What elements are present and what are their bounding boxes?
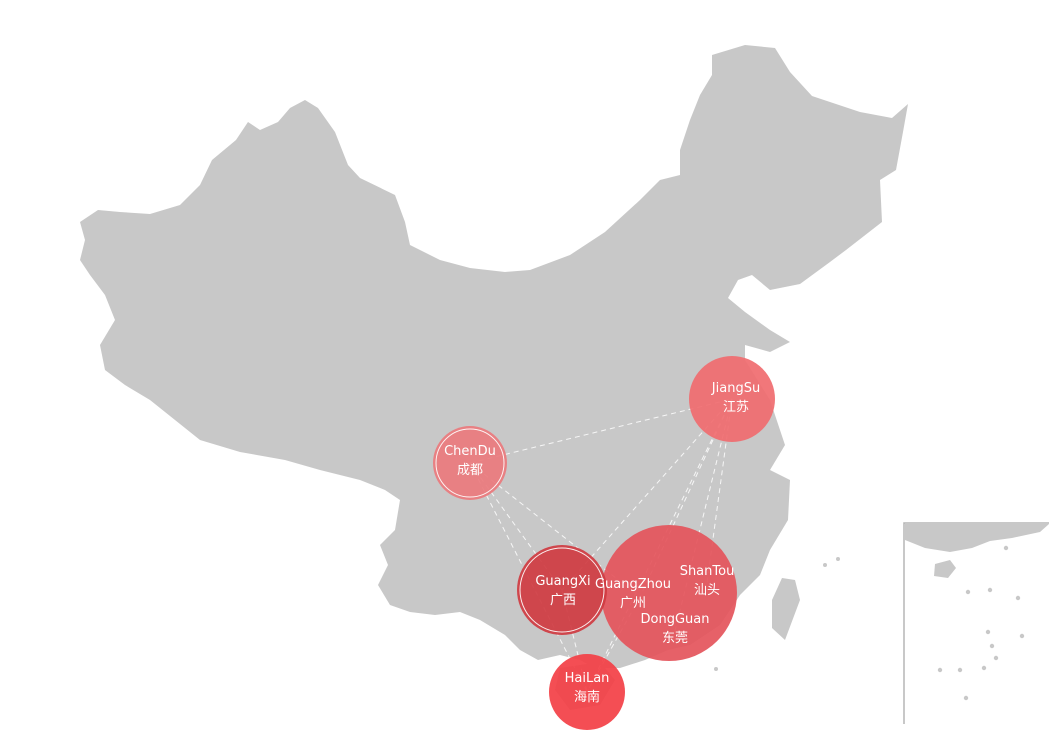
island-dot [836, 557, 840, 561]
city-name-en: HaiLan [565, 671, 610, 686]
inset-islands [937, 545, 1025, 701]
island-dot [714, 667, 718, 671]
city-name-en: GuangZhou [595, 577, 671, 592]
bubble-guangxi[interactable] [517, 545, 607, 635]
city-name-en: JiangSu [711, 381, 760, 396]
bubble-chendu-circle [433, 426, 507, 500]
south-china-sea-inset [903, 522, 1049, 724]
city-label-guangzhou: GuangZhou 广州 [595, 577, 671, 611]
city-label-jiangsu: JiangSu 江苏 [711, 381, 760, 415]
city-name-zh: 广西 [550, 593, 576, 608]
bubble-chendu-ring [435, 428, 505, 498]
city-bubbles: JiangSu 江苏 ChenDu 成都 GuangXi 广西 GuangZhou 广州 Sha… [433, 356, 775, 730]
taiwan-island-shape [772, 578, 800, 640]
inset-hainan-shape [934, 560, 956, 578]
bubble-hailan-circle [549, 654, 625, 730]
bubble-hailan[interactable] [549, 654, 625, 730]
city-label-dongguan: DongGuan 东莞 [641, 612, 710, 646]
city-name-en: ChenDu [444, 444, 496, 459]
bubble-chendu[interactable] [433, 426, 507, 500]
bubble-guangxi-ring [519, 547, 605, 633]
city-name-en: GuangXi [535, 574, 590, 589]
bubble-group-guangdong-circle [601, 525, 737, 661]
flow-line-jiangsu-guangxi [561, 398, 733, 591]
city-name-zh: 成都 [457, 463, 483, 478]
city-name-en: DongGuan [641, 612, 710, 627]
bubble-jiangsu[interactable] [689, 356, 775, 442]
island-dot [823, 563, 827, 567]
city-name-zh: 海南 [574, 689, 600, 705]
bubble-guangxi-circle [517, 545, 607, 635]
city-label-guangxi: GuangXi 广西 [535, 574, 590, 608]
bubble-jiangsu-circle [689, 356, 775, 442]
city-name-en: ShanTou [680, 564, 735, 579]
bubble-group-guangdong[interactable] [601, 525, 737, 661]
china-mainland-shape [80, 45, 908, 668]
inset-coast-shape [905, 524, 1049, 552]
city-name-zh: 汕头 [694, 583, 720, 598]
inset-frame [903, 522, 1049, 724]
city-name-zh: 东莞 [662, 631, 688, 646]
city-name-zh: 江苏 [723, 399, 749, 415]
city-label-hailan: HaiLan 海南 [565, 671, 610, 705]
city-label-shantou: ShanTou 汕头 [680, 564, 735, 598]
city-name-zh: 广州 [620, 596, 646, 611]
city-label-chendu: ChenDu 成都 [444, 444, 496, 478]
